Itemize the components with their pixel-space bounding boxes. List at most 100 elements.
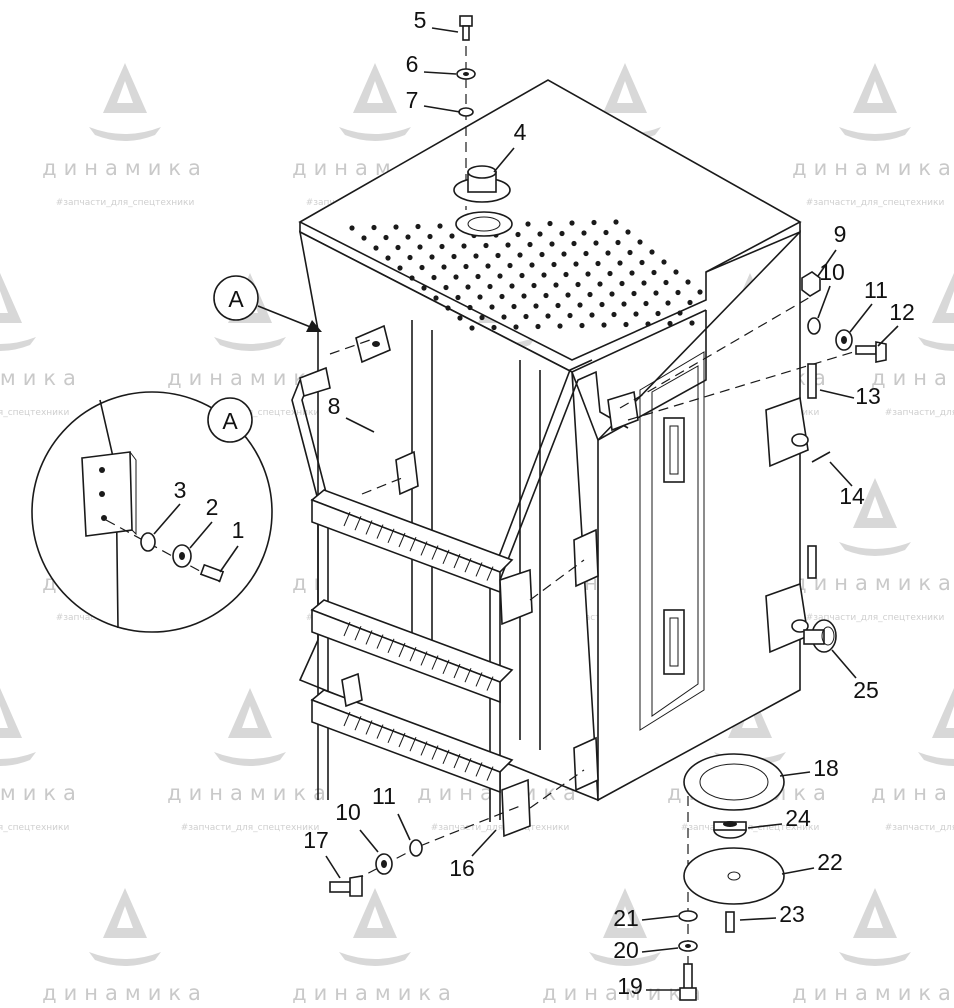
watermark-0: динамика#запчасти_для_спецтехники	[42, 63, 201, 208]
watermark-brand: динамика	[792, 156, 954, 180]
callout-label: 24	[785, 805, 811, 831]
callout-24: 24	[747, 805, 811, 831]
detail-bracket	[81, 451, 133, 537]
callout-label: 1	[232, 517, 245, 543]
gasket-18	[683, 753, 785, 811]
watermark-8: динамика#запчасти_для_спецтехники	[871, 273, 954, 418]
cover-plate-22	[683, 847, 785, 905]
watermark-14: динамика#запчасти_для_спецтехники	[167, 688, 333, 833]
washer-11-lower	[409, 839, 423, 857]
ladder-fasteners	[329, 839, 423, 897]
callout-label: 22	[817, 849, 843, 875]
handrail-16	[499, 370, 629, 820]
ladder-step-3	[310, 689, 514, 794]
callout-label: 18	[813, 755, 839, 781]
pin-13	[807, 363, 817, 399]
watermark-brand: динамика	[42, 981, 208, 1005]
callout-25: 25	[831, 649, 879, 703]
callout-label: 8	[328, 393, 341, 419]
callout-layer: 1234567891011121314161710111819202122232…	[153, 7, 915, 999]
washer-21	[678, 910, 698, 922]
bolt-1	[199, 563, 225, 583]
washer-7	[458, 107, 474, 117]
bracket-low	[573, 736, 599, 792]
screw-23	[725, 911, 735, 933]
bolt-17	[329, 881, 353, 893]
watermark-brand: динамика	[167, 781, 333, 805]
watermark-tagline: #запчасти_для_спецтехники	[885, 823, 954, 833]
assembly-lines	[329, 295, 861, 990]
watermark-4: динамика #запчасти_для_спецтехники	[0, 273, 83, 418]
callout-label: 10	[335, 799, 361, 825]
callout-label: 6	[406, 51, 419, 77]
right-hardware	[765, 271, 887, 654]
callout-10: 10	[335, 799, 379, 853]
callout-14: 14	[829, 461, 865, 509]
callout-label: 9	[834, 221, 847, 247]
reference-marker-label: A	[228, 286, 244, 312]
callout-label: 2	[206, 494, 219, 520]
callout-label: 23	[779, 901, 805, 927]
callout-label: 4	[514, 119, 527, 145]
callout-label: 11	[864, 277, 888, 303]
watermark-tagline: #запчасти_для_спецтехники	[0, 408, 69, 418]
washer-3	[140, 532, 156, 552]
nut-9	[801, 271, 821, 297]
callout-10: 10	[817, 259, 845, 319]
callout-label: 19	[617, 973, 643, 999]
tank-front-panel	[597, 230, 801, 802]
watermark-brand: динамика	[792, 571, 954, 595]
sight-gauge-lower	[663, 609, 685, 675]
watermark-18: динамика#запчасти_для_спецтехники	[42, 888, 208, 1005]
tank-body	[298, 79, 802, 802]
callout-label: 21	[613, 905, 639, 931]
reference-marker-a: A	[213, 275, 322, 332]
callout-label: 11	[372, 783, 396, 809]
callout-label: 16	[449, 855, 475, 881]
callout-label: 20	[613, 937, 639, 963]
watermark-21: динамика#запчасти_для_спецтехники	[792, 888, 951, 1005]
callout-label: 10	[819, 259, 845, 285]
watermark-brand: динамика	[871, 781, 954, 805]
callout-8: 8	[328, 393, 375, 433]
watermark-19: динамика#запчасти_для_спецтехники	[292, 888, 458, 1005]
detail-view-a: A	[31, 391, 273, 633]
drain-assembly	[678, 753, 785, 1001]
bolt-12	[855, 345, 877, 355]
watermark-brand: динамика	[292, 981, 458, 1005]
filler-assembly	[453, 15, 513, 237]
watermark-tagline: #запчасти_для_спецтехники	[431, 823, 570, 833]
ladder-assembly	[291, 324, 639, 838]
callout-label: 5	[414, 7, 427, 33]
watermark-brand: динамика	[542, 981, 708, 1005]
callout-16: 16	[449, 829, 497, 881]
watermark-tagline: #запчасти_для_спецтехники	[885, 408, 954, 418]
callout-13: 13	[819, 383, 881, 409]
callout-17: 17	[303, 827, 341, 879]
watermark-brand: динамика	[0, 366, 83, 390]
watermark-20: динамика#запчасти_для_спецтехники	[542, 888, 708, 1005]
watermark-13: динамика #запчасти_для_спецтехники	[0, 688, 83, 833]
callout-label: 13	[855, 383, 881, 409]
washer-11	[807, 317, 821, 335]
bolt-5	[459, 15, 473, 27]
ladder-step-2	[310, 599, 514, 704]
sight-gauge-upper	[663, 417, 685, 483]
watermark-tagline: #запчасти_для_спецтехники	[0, 823, 69, 833]
callout-label: 3	[174, 477, 187, 503]
hinge-lower	[765, 582, 809, 654]
callout-20: 20	[613, 937, 679, 963]
detail-marker-a	[207, 397, 253, 443]
filler-flange	[455, 211, 513, 237]
callout-9: 9	[817, 221, 847, 277]
bolt-19	[683, 963, 693, 991]
callout-22: 22	[781, 849, 843, 875]
callout-label: 12	[889, 299, 915, 325]
callout-1: 1	[219, 517, 245, 573]
watermark-brand: динамика	[0, 781, 83, 805]
callout-label: 17	[303, 827, 329, 853]
callout-label: 25	[853, 677, 879, 703]
watermark-3: динамика#запчасти_для_спецтехники	[792, 63, 954, 208]
callout-4: 4	[493, 119, 527, 173]
